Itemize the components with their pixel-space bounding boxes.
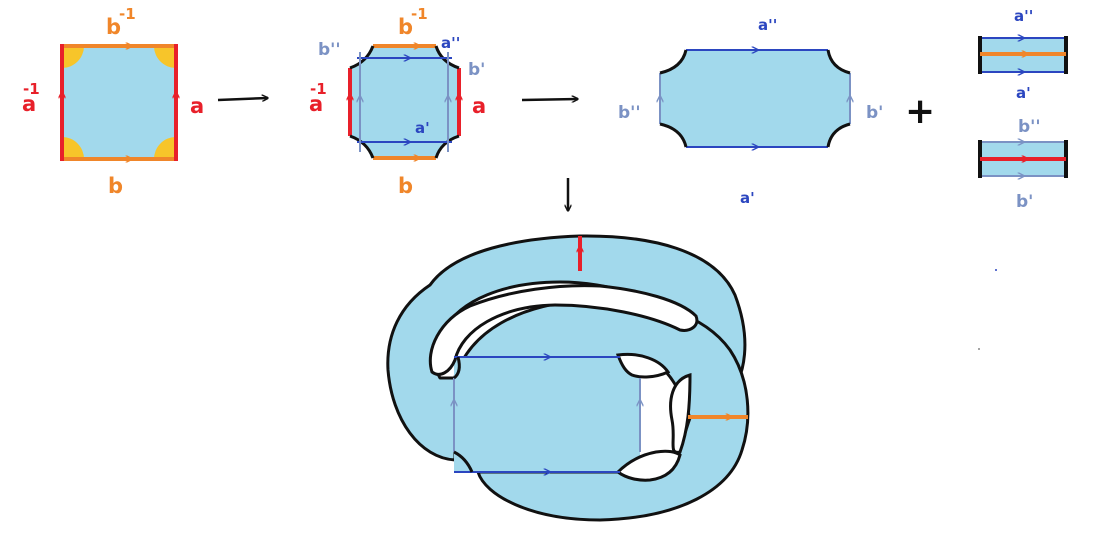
disk-left-label: b'' (618, 103, 641, 123)
square-left-exponent: -1 (23, 80, 40, 98)
band-bottom-label-top: b'' (1018, 117, 1041, 137)
band-top-label-bottom: a' (1016, 84, 1031, 102)
disk-top-label: a'' (758, 16, 777, 34)
cut-top-exponent: -1 (411, 5, 428, 23)
cut-square-panel: b -1 a -1 a b a'' b'' b' a' (309, 5, 486, 198)
cut-left-exponent: -1 (310, 80, 327, 98)
disk-bottom-label: a' (740, 189, 755, 207)
cut-top-label: b (398, 15, 413, 39)
band-top: a'' a' (978, 7, 1068, 102)
band-bottom: b'' b' (978, 117, 1068, 212)
square-top-exponent: -1 (119, 5, 136, 23)
square-left-label: a (22, 92, 36, 116)
square-top-label: b (106, 15, 121, 39)
plus-sign: + (905, 91, 935, 132)
band-top-label-top: a'' (1014, 7, 1033, 25)
disk-right-label: b' (866, 103, 883, 123)
corner-sectors (62, 46, 176, 159)
cut-bottom-label: b (398, 174, 413, 198)
band-bottom-label-bottom: b' (1016, 192, 1033, 212)
cut-inner-top-label: a'' (441, 34, 460, 52)
cut-left-label: a (309, 92, 323, 116)
stray-dot (995, 269, 997, 271)
disk-panel: a'' a' b'' b' (618, 16, 883, 207)
cut-right-label: a (472, 94, 486, 118)
stray-dot (978, 348, 980, 350)
cut-inner-left-label: b'' (318, 40, 341, 60)
square-bottom-label: b (108, 174, 123, 198)
square-right-label: a (190, 94, 204, 118)
cut-inner-right-label: b' (468, 60, 485, 80)
torus-surface (386, 234, 750, 522)
arrow-right-icon (521, 99, 578, 100)
arrow-right-icon (217, 98, 268, 100)
cut-inner-bottom-label: a' (415, 119, 430, 137)
square-panel: b -1 a -1 a b (22, 5, 204, 198)
